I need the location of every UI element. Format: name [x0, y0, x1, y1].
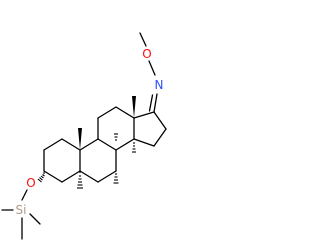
- ring-c: [97, 106, 135, 151]
- c8-hash-bond: [113, 173, 119, 184]
- c3-hash-bond: [37, 172, 45, 183]
- oxime-nitrogen-label: N: [155, 78, 164, 92]
- ring-d: [133, 111, 167, 147]
- c9-hash-bond: [114, 133, 118, 141]
- c13-methyl-wedge: [132, 96, 136, 118]
- ring-b: [79, 138, 117, 183]
- c5-hash-bond: [77, 171, 83, 189]
- ring-a: [43, 138, 81, 183]
- c14-hash-bond: [132, 142, 136, 153]
- c10-methyl-wedge: [78, 128, 82, 150]
- silicon-label: Si: [16, 203, 27, 217]
- oxime-oxygen-label: O: [142, 47, 151, 61]
- structure-canvas: O N O Si: [1, 32, 167, 240]
- oxime-group: [139, 32, 158, 113]
- ether-oxygen-label: O: [26, 176, 35, 190]
- silyl-group: [1, 189, 41, 240]
- molecule-diagram: O N O Si: [1, 32, 167, 240]
